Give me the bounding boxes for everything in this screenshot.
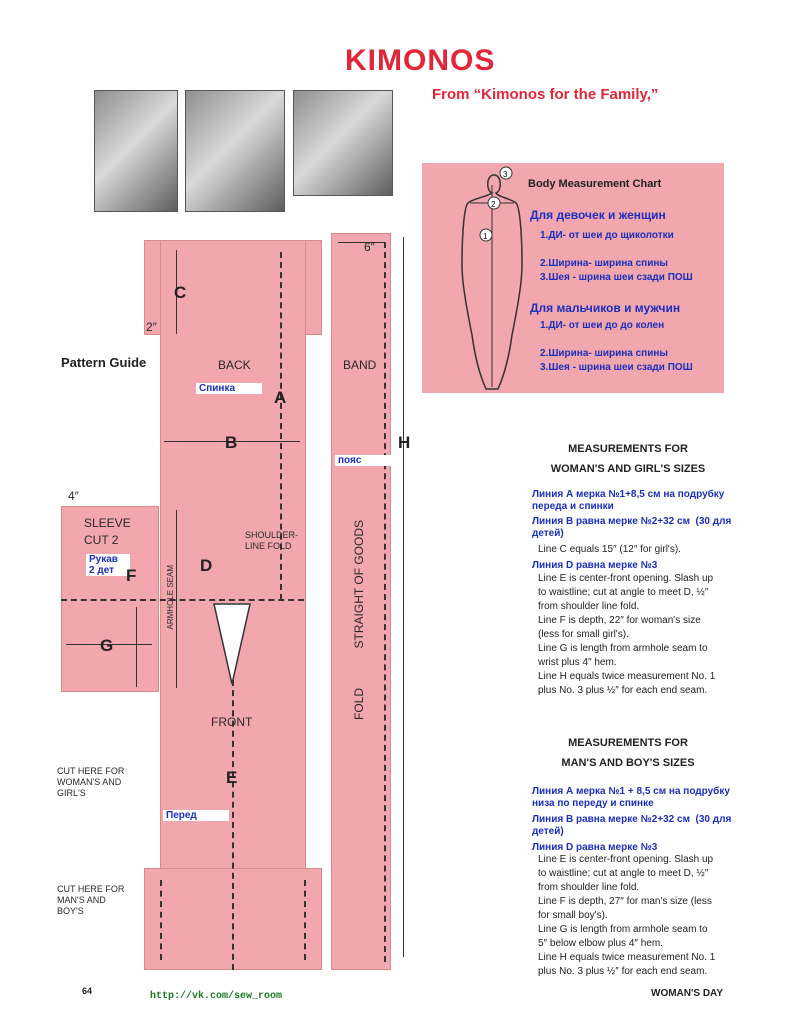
- letter-g: G: [100, 636, 114, 655]
- women-heading: MEASUREMENTS FOR WOMAN'S AND GIRL'S SIZE…: [550, 443, 706, 475]
- mark-2: 2: [491, 200, 496, 209]
- dim-g-line: [66, 644, 152, 645]
- front-label: FRONT: [211, 715, 253, 729]
- male-item-2: 2.Ширина- ширина спины: [540, 348, 668, 359]
- sleeve-label-ru: Рукав 2 дет: [86, 554, 130, 576]
- source-url[interactable]: http://vk.com/sew_room: [150, 991, 283, 1002]
- band-fold-line: [384, 242, 386, 962]
- mark-3: 3: [503, 170, 508, 179]
- straight-of-goods-label: STRAIGHT OF GOODS: [352, 520, 366, 649]
- body-measurement-chart: 3 2 1 Body Measurement Chart Для девочек…: [422, 163, 724, 393]
- band-piece: [331, 233, 391, 970]
- cut-here-women: CUT HERE FOR WOMAN'S AND GIRL'S: [57, 766, 125, 798]
- cut-here-men: CUT HERE FOR MAN'S AND BOY'S: [57, 884, 125, 916]
- photo-man-kimono: [185, 90, 285, 212]
- dim-b-line: [164, 441, 300, 442]
- men-ru-a: Линия А мерка №1 + 8,5 см на подрубку ни…: [532, 786, 730, 809]
- shoulder-fold-line: [61, 599, 304, 601]
- female-item-1: 1.ДИ- от шеи до щиколотки: [540, 230, 674, 241]
- letter-c: C: [174, 283, 187, 302]
- men-heading: MEASUREMENTS FOR MAN'S AND BOY'S SIZES: [561, 737, 695, 769]
- front-label-ru: Перед: [163, 810, 229, 821]
- dim-c-line: [176, 250, 177, 334]
- male-item-3: 3.Шея - шрина шеи сзади ПОШ: [540, 362, 693, 373]
- page-subtitle: From “Kimonos for the Family,”: [432, 86, 659, 103]
- female-heading: Для девочек и женщин: [530, 208, 666, 222]
- women-line-c: Line C equals 15″ (12″ for girl's).: [538, 544, 681, 555]
- female-item-2: 2.Ширина- ширина спины: [540, 258, 668, 269]
- women-ru-d: Линия D равна мерке №3: [532, 560, 658, 571]
- chart-title: Body Measurement Chart: [528, 178, 662, 190]
- photo-children-kimono: [293, 90, 393, 196]
- male-item-1: 1.ДИ- от шеи до до колен: [540, 320, 665, 331]
- magazine-name: WOMAN'S DAY: [651, 988, 724, 999]
- dim-f-line: [136, 607, 137, 687]
- letter-h: H: [398, 433, 411, 452]
- dim-6: 6″: [364, 240, 375, 254]
- letter-e: E: [226, 768, 238, 787]
- armhole-line: [176, 510, 177, 688]
- female-item-3: 3.Шея - шрина шеи сзади ПОШ: [540, 272, 693, 283]
- dim-2: 2″: [146, 320, 157, 334]
- male-heading: Для мальчиков и мужчин: [530, 301, 681, 315]
- women-lines: Line E is center-front opening. Slash up…: [538, 573, 716, 696]
- men-lines: Line E is center-front opening. Slash up…: [538, 854, 716, 977]
- page-title: KIMONOS: [345, 44, 496, 77]
- letter-a: A: [274, 388, 287, 407]
- band-label: BAND: [343, 358, 377, 372]
- front-opening-slash: [213, 603, 251, 685]
- armhole-seam-label: ARMHOLE SEAM: [166, 565, 175, 630]
- line-e-dashed: [232, 680, 234, 970]
- mark-1: 1: [483, 232, 488, 241]
- letter-d: D: [200, 556, 213, 575]
- body-figure-diagram: 3 2 1: [461, 166, 523, 390]
- letter-f: F: [126, 566, 137, 585]
- photo-woman-kimono: [94, 90, 178, 212]
- shoulder-fold-label: SHOULDER- LINE FOLD: [245, 530, 299, 551]
- cut-line-men-left: [160, 880, 162, 960]
- fold-label: FOLD: [352, 688, 366, 721]
- women-ru-b: Линия В равна мерке №2+32 см (30 для дет…: [532, 516, 732, 539]
- back-label-ru: Спинка: [196, 383, 262, 394]
- women-ru-a: Линия А мерка №1+8,5 см на подрубку пере…: [532, 489, 725, 512]
- band-label-ru: пояс: [335, 455, 391, 466]
- pattern-guide-label: Pattern Guide: [61, 355, 147, 370]
- cut-line-men-right: [304, 880, 306, 960]
- dim-4: 4″: [68, 489, 79, 503]
- line-a-dashed: [280, 252, 282, 600]
- letter-b: B: [225, 433, 238, 452]
- dim-6-line: [338, 242, 384, 243]
- dim-h-line: [403, 237, 404, 957]
- men-ru-b: Линия В равна мерке №2+32 см (30 для дет…: [532, 814, 732, 837]
- men-ru-d: Линия D равна мерке №3: [532, 842, 658, 853]
- back-label: BACK: [218, 358, 251, 372]
- page-number: 64: [82, 986, 93, 996]
